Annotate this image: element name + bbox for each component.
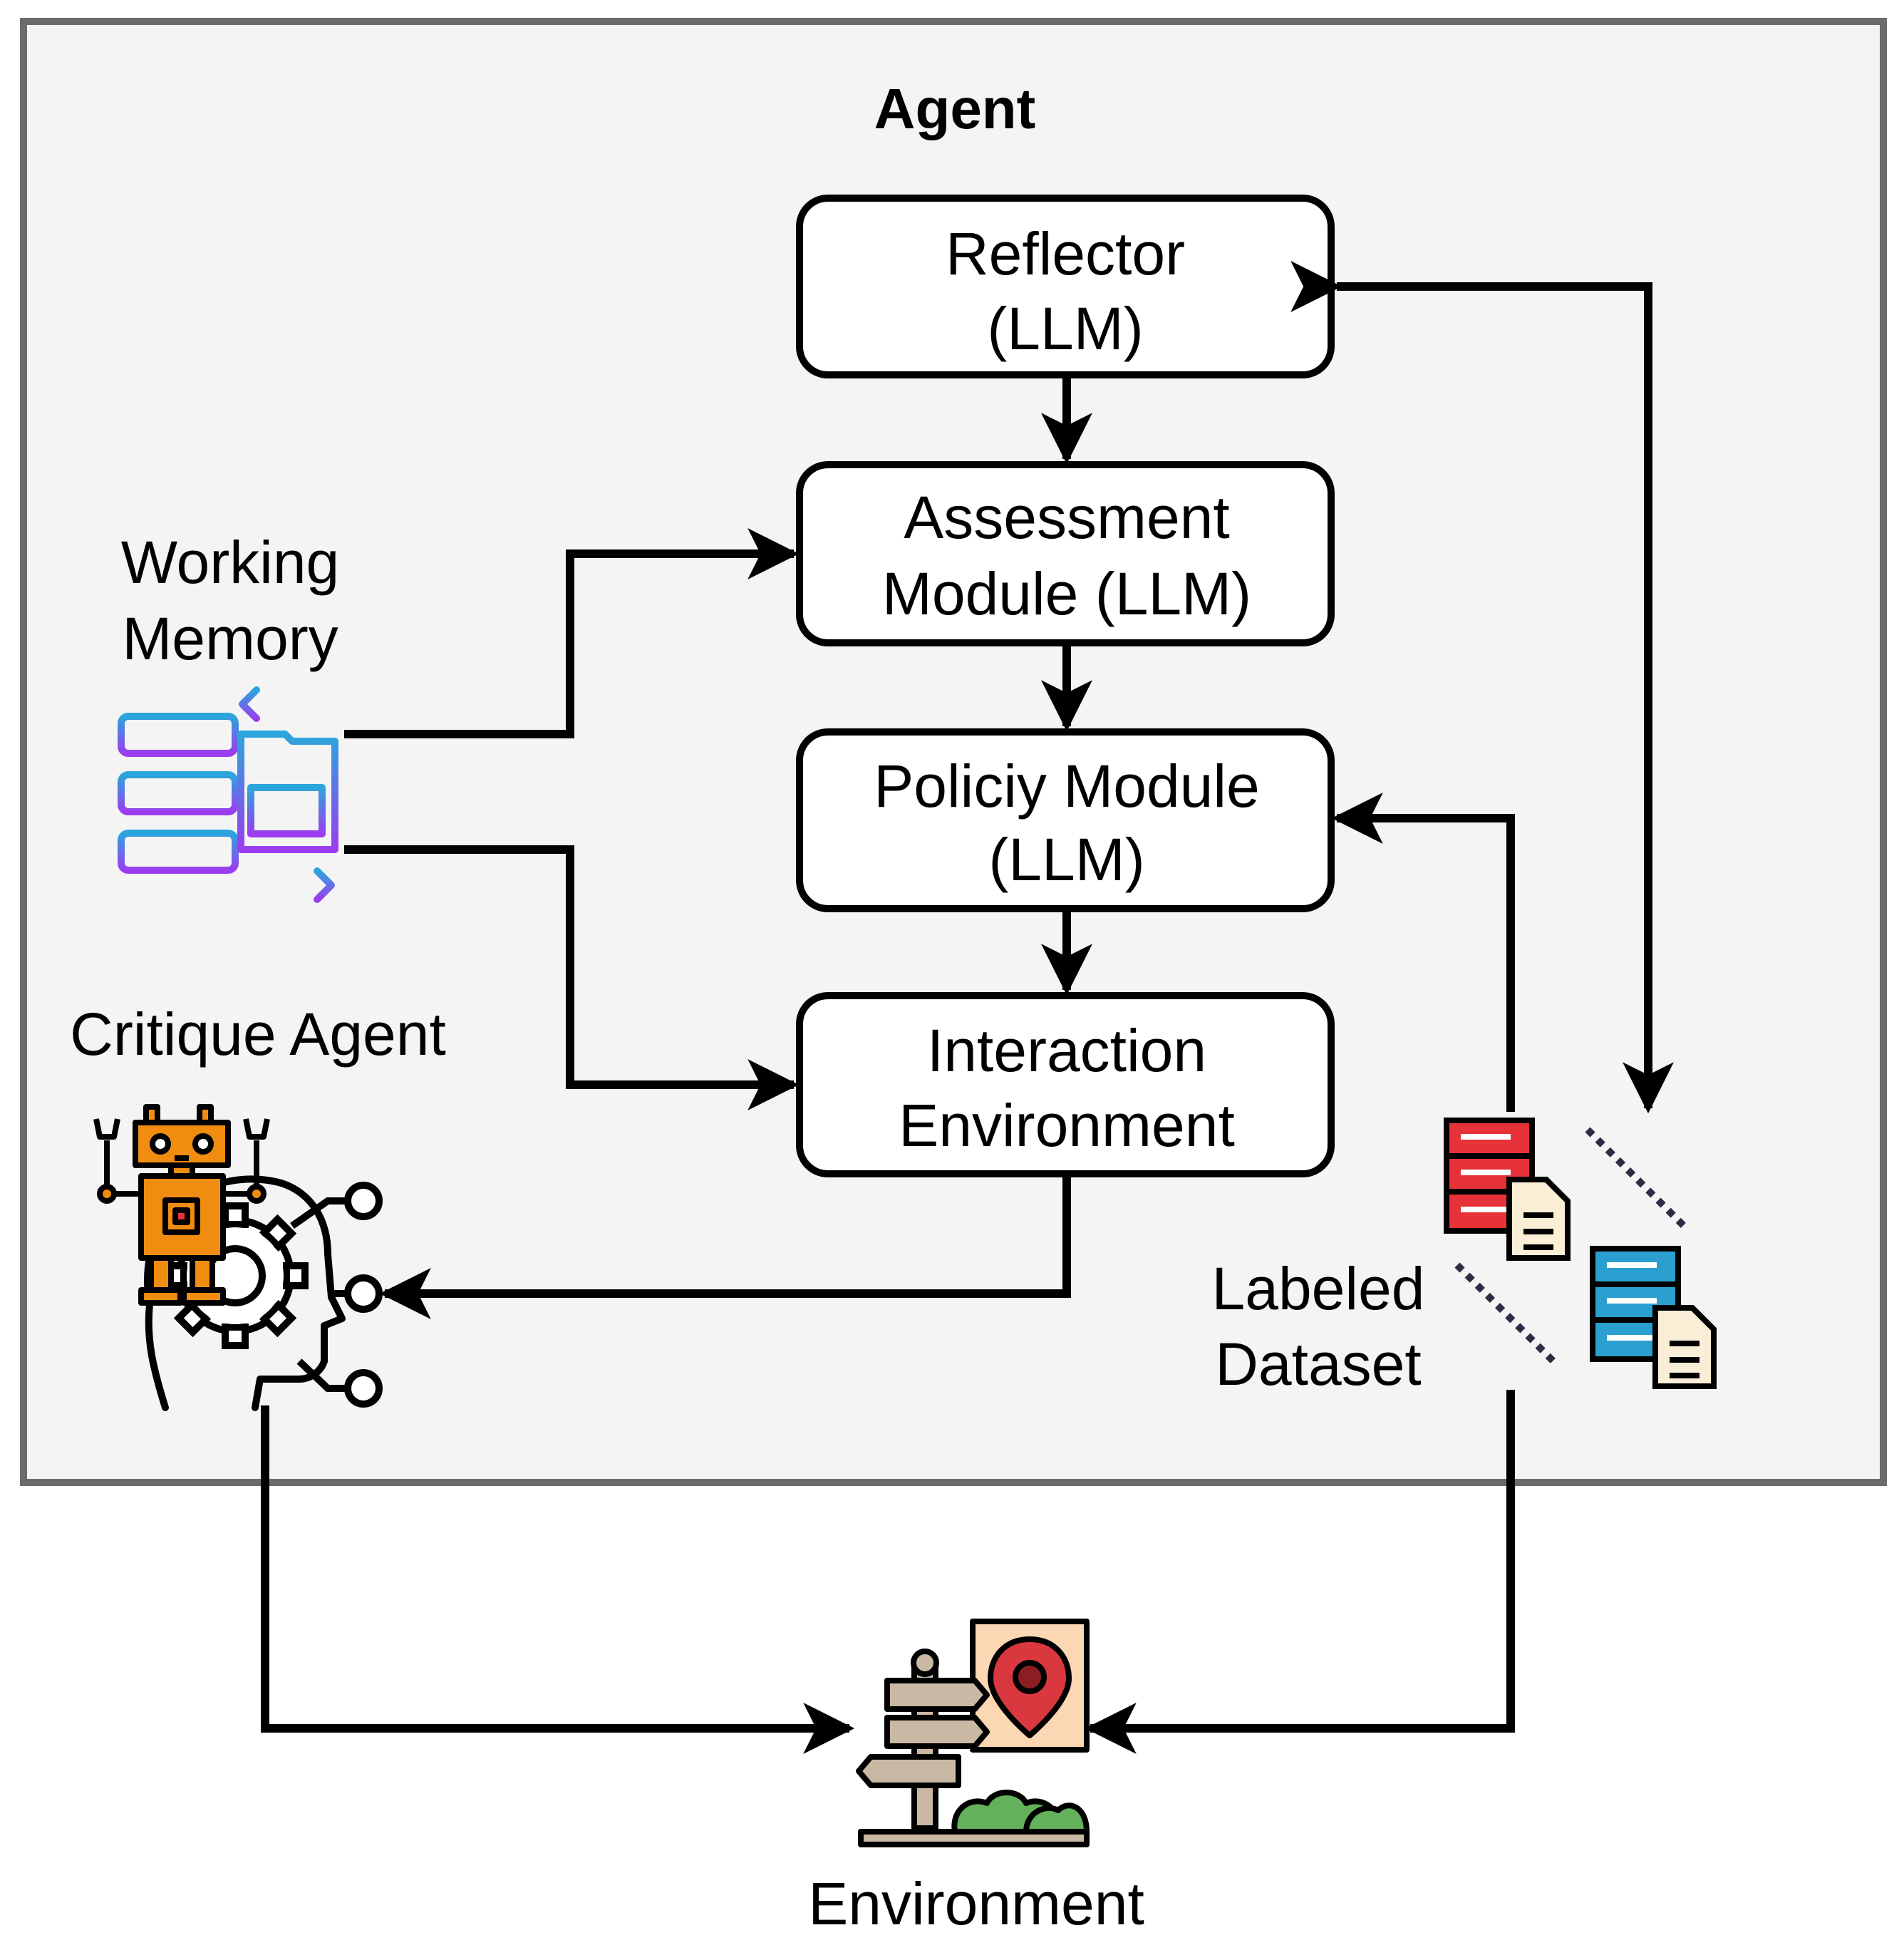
working-memory-label-line1: Working	[121, 529, 340, 596]
arrow-critique-to-environment	[261, 1405, 855, 1754]
assessment-label-line2: Module (LLM)	[882, 560, 1251, 627]
arrow-dataset-to-environment	[1085, 1390, 1515, 1754]
arrow-memory-to-assessment	[344, 528, 800, 738]
policy-module-box: Policiy Module (LLM)	[796, 728, 1335, 912]
arrow-memory-to-interaction	[344, 845, 800, 1110]
database-document-icon	[1444, 1118, 1717, 1389]
arrow-interaction-to-critique	[379, 1177, 1071, 1319]
interaction-environment-box: Interaction Environment	[796, 992, 1335, 1177]
reflector-box: Reflector (LLM)	[796, 195, 1335, 378]
policy-label-line1: Policiy Module	[874, 753, 1260, 820]
environment-label: Environment	[808, 1870, 1144, 1937]
signpost-map-pin-icon	[856, 1619, 1090, 1847]
agent-panel-title: Agent	[874, 77, 1036, 140]
robot-head-gear-icon	[93, 1104, 383, 1411]
reflector-label-line1: Reflector	[946, 220, 1185, 287]
assessment-label-line1: Assessment	[904, 484, 1230, 551]
arrow-dataset-reflector-bidirectional	[1290, 261, 1674, 1114]
labeled-dataset-label-line2: Dataset	[1215, 1331, 1422, 1398]
reflector-label-line2: (LLM)	[987, 295, 1143, 362]
server-folder-icon	[118, 686, 338, 903]
critique-agent-label: Critique Agent	[70, 1001, 446, 1068]
interaction-label-line1: Interaction	[927, 1017, 1206, 1084]
working-memory-label-line2: Memory	[122, 605, 338, 672]
assessment-module-box: Assessment Module (LLM)	[796, 461, 1335, 646]
labeled-dataset-label-line1: Labeled	[1212, 1255, 1425, 1322]
policy-label-line2: (LLM)	[988, 826, 1144, 893]
interaction-label-line2: Environment	[899, 1092, 1235, 1159]
